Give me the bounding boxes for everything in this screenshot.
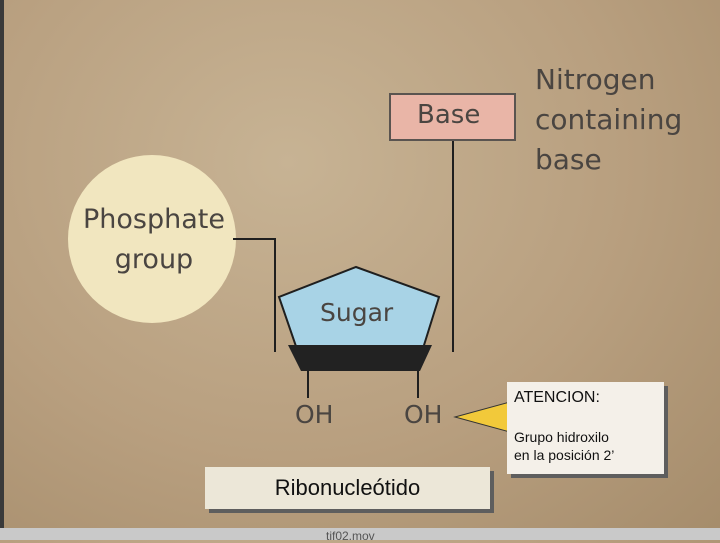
oh-right-label: OH bbox=[404, 400, 443, 429]
oh-left-label: OH bbox=[295, 400, 334, 429]
footer-bar bbox=[0, 528, 720, 540]
sugar-ring-band bbox=[288, 345, 432, 371]
left-edge-rule bbox=[0, 0, 4, 540]
atencion-callout: ATENCION: Grupo hidroxilo en la posición… bbox=[507, 382, 664, 474]
phosphate-connector bbox=[233, 238, 276, 352]
footer-filename: tif02.mov bbox=[326, 529, 375, 543]
caption-box: Ribonucleótido bbox=[205, 467, 490, 509]
base-box bbox=[389, 93, 516, 141]
sugar-label: Sugar bbox=[320, 298, 394, 327]
base-label: Base bbox=[417, 100, 481, 130]
callout-heading: ATENCION: bbox=[514, 389, 600, 406]
callout-pointer bbox=[453, 401, 511, 433]
phosphate-label: Phosphate group bbox=[83, 204, 225, 275]
caption-text: Ribonucleótido bbox=[274, 475, 421, 500]
nitrogen-base-label: Nitrogen containing base bbox=[535, 63, 683, 176]
phosphate-circle bbox=[68, 155, 236, 323]
callout-body: Grupo hidroxilo en la posición 2’ bbox=[514, 429, 615, 463]
